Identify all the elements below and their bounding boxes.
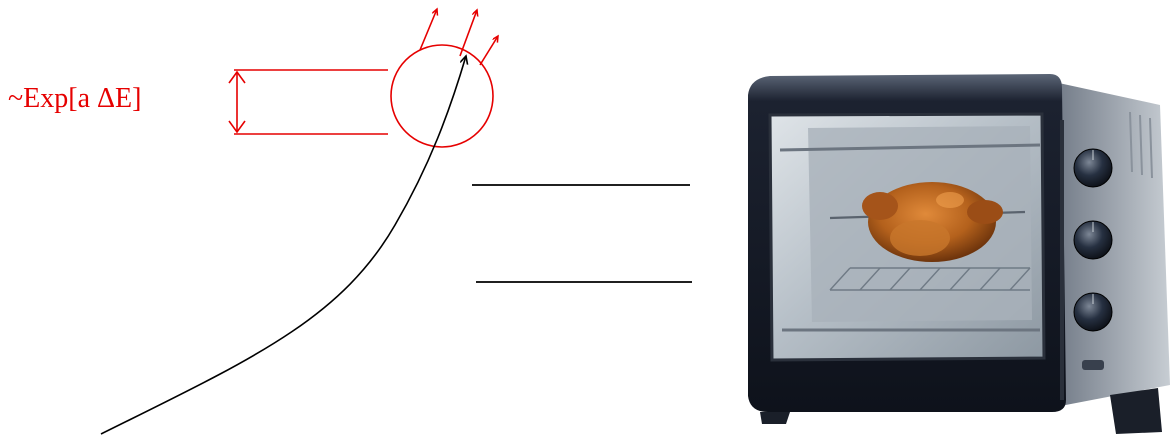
oven-illustration (748, 74, 1170, 434)
barrier-height-bracket (229, 70, 388, 134)
trajectory-curved-arrow-icon (101, 56, 466, 434)
double-arrow-icon (229, 72, 245, 132)
up-right-arrow-icon (460, 10, 477, 56)
transition-circle (391, 45, 493, 147)
up-right-arrow-icon (480, 36, 498, 65)
up-right-arrow-icon (420, 9, 437, 50)
escape-arrows (420, 9, 498, 65)
